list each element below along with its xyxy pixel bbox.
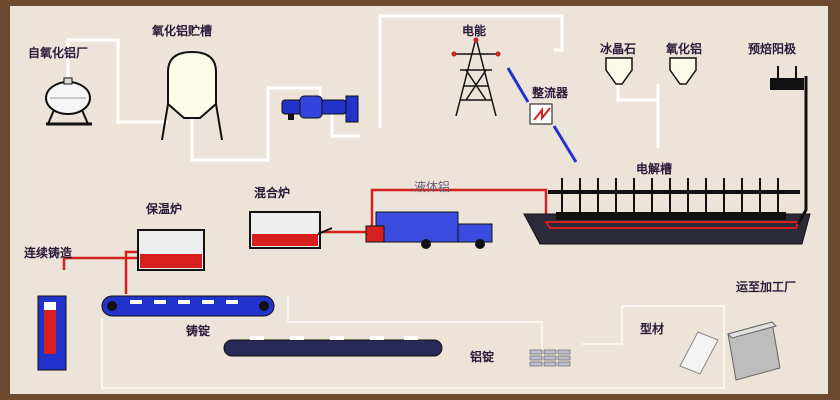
cryolite-hopper-icon <box>605 57 633 85</box>
pipeline-lines <box>66 14 660 162</box>
label-cryolite: 冰晶石 <box>600 42 637 56</box>
hopper-silo-icon <box>161 50 223 141</box>
label-holding-furnace: 保温炉 <box>146 202 183 216</box>
belt-conveyor-icon <box>223 336 443 357</box>
label-mixing-furnace: 混合炉 <box>254 186 291 200</box>
spherical-tank-icon <box>45 77 92 126</box>
holding-furnace-icon <box>137 229 205 271</box>
electrolytic-cell-icon <box>523 76 811 245</box>
power-tower-icon <box>451 37 501 117</box>
continuous-caster-icon <box>37 295 67 371</box>
ingot-stack-icon <box>529 349 571 367</box>
label-liquid-aluminum: 液体铝 <box>414 180 451 194</box>
label-prebaked-anode: 预焙阳极 <box>748 42 797 56</box>
label-alumina: 氧化铝 <box>666 42 703 56</box>
label-rectifier: 整流器 <box>532 86 569 100</box>
anode-block-icon <box>770 66 804 90</box>
label-continuous-casting: 连续铸造 <box>24 246 73 260</box>
ingot-flow-lines <box>101 296 725 389</box>
label-ingot-casting: 铸锭 <box>186 324 211 338</box>
label-profile: 型材 <box>640 322 665 336</box>
label-alumina-silo: 氧化铝贮槽 <box>152 24 213 38</box>
truck-icon <box>365 211 493 249</box>
profile-icon <box>679 321 781 381</box>
rectifier-icon <box>506 67 578 163</box>
conveyor-icon <box>101 295 275 317</box>
pump-icon <box>281 95 359 123</box>
label-electricity: 电能 <box>462 24 487 38</box>
label-to-processing-plant: 运至加工厂 <box>736 280 797 294</box>
mixing-furnace-icon <box>249 211 333 249</box>
label-self-made-alumina: 自氧化铝厂 <box>28 46 89 60</box>
label-electrolytic-cell: 电解槽 <box>636 162 673 176</box>
alumina-hopper-icon <box>669 57 697 85</box>
label-aluminum-ingot: 铝锭 <box>470 350 495 364</box>
